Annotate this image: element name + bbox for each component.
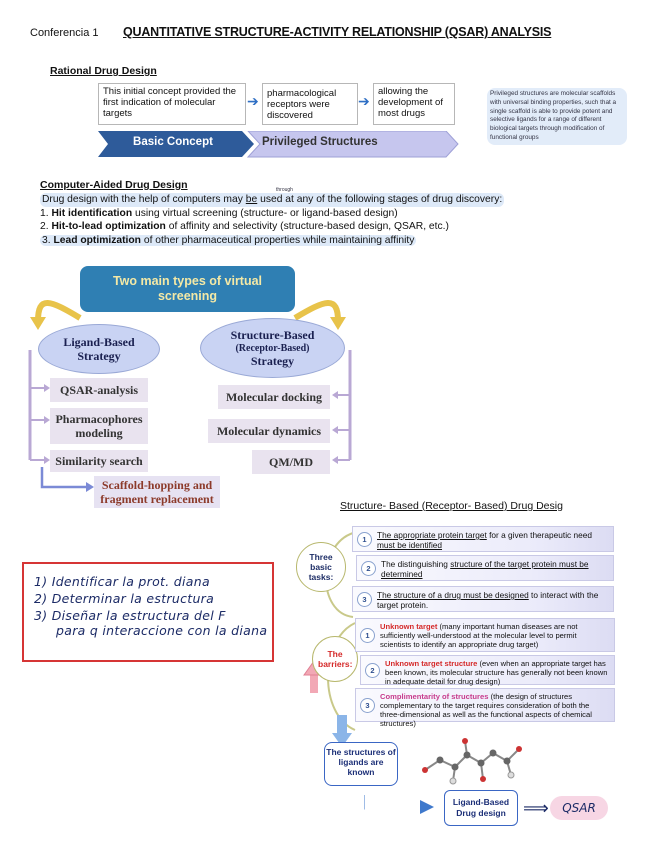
- ligand-based-ellipse: Ligand-Based Strategy: [38, 324, 160, 374]
- structure-based-sub: (Receptor-Based): [235, 342, 310, 354]
- structure-based-ellipse: Structure-Based (Receptor-Based) Strateg…: [200, 318, 345, 378]
- rational-heading: Rational Drug Design: [50, 65, 157, 77]
- elbow-arrowhead: [420, 800, 434, 814]
- note-line-2: 2) Determinar la estructura: [34, 591, 215, 606]
- structure-item-qmmd: QM/MD: [252, 450, 330, 474]
- page-title: QUANTITATIVE STRUCTURE-ACTIVITY RELATION…: [123, 25, 552, 39]
- cadd-heading: Computer-Aided Drug Design: [40, 179, 188, 191]
- ligand-item-pharmacophores: Pharmacophores modeling: [50, 408, 148, 444]
- concept-box-2: pharmacological receptors were discovere…: [262, 83, 358, 125]
- note-line-4: para q interaccione con la diana: [56, 623, 268, 638]
- barrier-3-title: Complimentarity of structures: [380, 692, 489, 701]
- task-3-text: to interact with the target protein.: [377, 590, 599, 610]
- cadd-item-3: 3. Lead optimization of other pharmaceut…: [40, 234, 417, 246]
- barriers-circle: The barriers:: [312, 636, 358, 682]
- task-row-2: 2 The distinguishing structure of the ta…: [356, 555, 614, 581]
- curved-arrow-left-icon: [35, 300, 82, 322]
- curved-arrow-right-icon: [293, 300, 341, 322]
- privileged-chevron: [246, 131, 459, 158]
- task-row-3: 3 The structure of a drug must be design…: [352, 586, 614, 612]
- cadd-item-3-bold: Lead optimization: [53, 234, 141, 246]
- privileged-label: Privileged Structures: [262, 136, 378, 148]
- cadd-item-3-num: 3.: [42, 234, 54, 246]
- ligand-based-title: Ligand-Based Strategy: [63, 335, 135, 363]
- structure-based-title: Structure-Based: [230, 327, 315, 342]
- concept-box-3: allowing the development of most drugs: [373, 83, 455, 125]
- arrow-right-icon: ➔: [247, 93, 259, 109]
- barrier-3-text: (the design of structures complementary …: [380, 692, 592, 728]
- task-3-underlined: The structure of a drug must be designed: [377, 590, 529, 600]
- curved-arrow-left-head: [30, 317, 46, 330]
- cadd-item-2-num: 2.: [40, 221, 52, 232]
- concept-banner: [98, 131, 459, 158]
- ligand-item-similarity: Similarity search: [50, 450, 148, 472]
- ligands-known-box: The structures of ligands are known: [324, 742, 398, 786]
- qsar-bubble: QSAR: [550, 796, 608, 820]
- vs-title: Two main types of virtual screening: [112, 274, 263, 303]
- scaffold-box: Scaffold-hopping and fragment replacemen…: [94, 476, 220, 508]
- arrow-right-icon: ➔: [358, 93, 370, 109]
- note-line-3: 3) Diseñar la estructura del F: [34, 608, 226, 623]
- concept-box-1-text: This initial concept provided the first …: [103, 86, 237, 119]
- barrier-2-text: (even when an appropriate target has bee…: [385, 659, 608, 686]
- cadd-item-1-bold: Hit identification: [51, 207, 133, 219]
- cadd-item-1-text: using virtual screening (structure- or l…: [132, 207, 398, 219]
- privileged-note: Privileged structures are molecular scaf…: [487, 88, 627, 145]
- cadd-intro-b: used at any of the following stages of d…: [257, 194, 503, 205]
- barrier-number-2: 2: [365, 663, 380, 678]
- handwritten-notes-box: 1) Identificar la prot. diana 2) Determi…: [22, 562, 274, 662]
- cadd-item-3-text: of other pharmaceutical properties while…: [140, 234, 415, 246]
- cadd-item-1-num: 1.: [40, 207, 52, 219]
- cadd-intro-be: be: [245, 194, 258, 205]
- cadd-item-2-bold: Hit-to-lead optimization: [51, 221, 166, 232]
- task-number-1: 1: [357, 532, 372, 547]
- concept-box-2-text: pharmacological receptors were discovere…: [267, 88, 337, 121]
- task-2-text: The distinguishing: [381, 559, 451, 569]
- three-tasks-circle: Three basic tasks:: [296, 542, 346, 592]
- barrier-1-title: Unknown target: [380, 622, 438, 631]
- task-1-underlined-2: must be identified: [377, 540, 443, 550]
- vs-title-box: Two main types of virtual screening: [80, 266, 295, 312]
- curved-arrow-right-head: [330, 317, 346, 330]
- ligand-item-qsar: QSAR-analysis: [50, 378, 148, 402]
- cadd-item-2-text: of affinity and selectivity (structure-b…: [165, 221, 449, 232]
- barrier-2-title: Unknown target structure: [385, 659, 478, 668]
- barrier-row-2: 2 Unknown target structure (even when an…: [360, 655, 615, 686]
- task-number-3: 3: [357, 592, 372, 607]
- down-arrow-icon: [332, 733, 352, 747]
- sbdd-heading: Structure- Based (Receptor- Based) Drug …: [340, 500, 563, 512]
- structure-based-word: Strategy: [250, 353, 295, 368]
- cadd-intro-a: Drug design with the help of computers m…: [42, 194, 246, 205]
- molecule-image: [422, 738, 522, 785]
- task-2-underlined: structure of the target protein must be …: [381, 559, 589, 579]
- cadd-intro: Drug design with the help of computers m…: [40, 193, 505, 207]
- task-row-1: 1 The appropriate protein target for a g…: [352, 526, 614, 552]
- note-line-1: 1) Identificar la prot. diana: [34, 574, 210, 589]
- structure-item-docking: Molecular docking: [218, 385, 330, 409]
- barrier-row-1: 1 Unknown target (many important human d…: [355, 618, 615, 652]
- lbdd-box: Ligand-Based Drug design: [444, 790, 518, 826]
- three-tasks-label: Three basic tasks:: [308, 552, 334, 582]
- structure-item-dynamics: Molecular dynamics: [208, 419, 330, 443]
- task-1-mid: for a given therapeutic need: [486, 530, 592, 540]
- implies-arrow-icon: ⟹: [523, 798, 549, 818]
- barrier-number-1: 1: [360, 628, 375, 643]
- handwritten-through: through: [276, 187, 293, 193]
- task-number-2: 2: [361, 561, 376, 576]
- barrier-number-3: 3: [360, 698, 375, 713]
- concept-box-3-text: allowing the development of most drugs: [378, 86, 443, 119]
- vs-connectors: [28, 300, 352, 492]
- basic-concept-chevron: [98, 131, 254, 157]
- task-1-underlined: The appropriate protein target: [377, 530, 487, 540]
- basic-concept-label: Basic Concept: [133, 136, 213, 148]
- concept-box-1: This initial concept provided the first …: [98, 83, 246, 125]
- conference-label: Conferencia 1: [30, 27, 99, 39]
- barrier-1-text: (many important human diseases are not s…: [380, 622, 578, 649]
- barrier-row-3: 3 Complimentarity of structures (the des…: [355, 688, 615, 728]
- barriers-label: The barriers:: [318, 649, 353, 669]
- cadd-text: Drug design with the help of computers m…: [40, 193, 640, 247]
